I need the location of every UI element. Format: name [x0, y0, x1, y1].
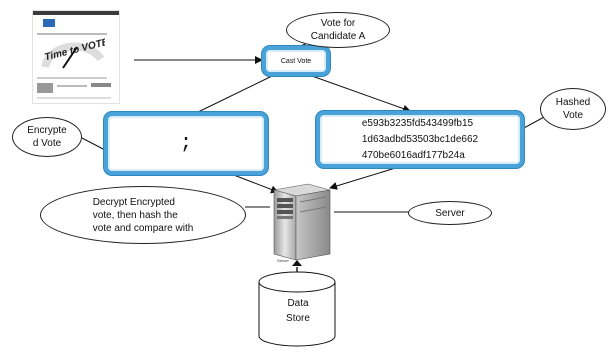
encrypted-vote-callout: Encrypte d Vote [12, 117, 82, 157]
site-thumb-image [37, 83, 53, 93]
voting-website-screenshot: Time to VOTE! [32, 10, 120, 104]
vote-for-candidate-callout: Vote for Candidate A [286, 12, 390, 48]
data-store-cylinder [258, 271, 336, 347]
hashed-vote-callout: Hashed Vote [540, 88, 606, 130]
cast-vote-label: Cast Vote [280, 57, 312, 65]
time-to-vote-graphic: Time to VOTE! [41, 37, 105, 69]
cast-vote-node: Cast Vote [262, 46, 330, 76]
hashed-vote-text: Hashed Vote [555, 97, 591, 121]
server-icon: Server [273, 183, 331, 263]
server-label: Server [435, 207, 465, 219]
site-topbar [33, 11, 119, 15]
decrypt-callout: Decrypt Encrypted vote, then hash the vo… [40, 186, 246, 244]
decrypt-text: Decrypt Encrypted vote, then hash the vo… [92, 196, 194, 234]
hash-value: e593b3235fd543499fb15 1d63adbd53503bc1de… [361, 117, 479, 161]
encrypted-vote-box: ; [104, 112, 268, 175]
vote-for-candidate-text: Vote for Candidate A [310, 18, 366, 42]
site-nav [37, 33, 107, 35]
svg-text:Server: Server [277, 258, 289, 263]
data-store-label: Data Store [286, 298, 310, 324]
encrypted-vote-text: Encrypte d Vote [27, 125, 67, 149]
server-callout: Server [408, 201, 492, 225]
encrypted-vote-value: ; [179, 132, 192, 155]
site-logo [43, 19, 55, 27]
hashed-vote-box: e593b3235fd543499fb15 1d63adbd53503bc1de… [316, 111, 524, 168]
